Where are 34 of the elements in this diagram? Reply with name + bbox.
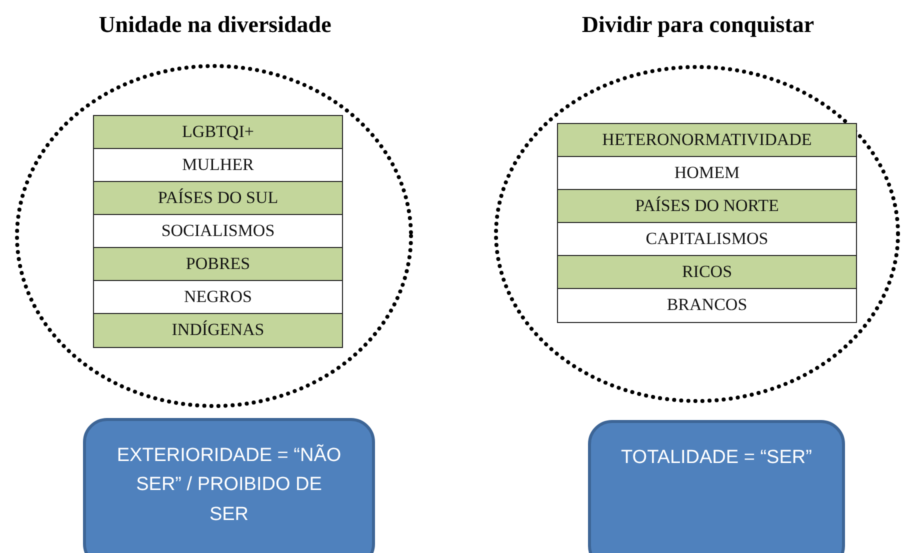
row-label: SOCIALISMOS xyxy=(161,221,275,242)
dotted-ellipse xyxy=(493,64,901,404)
table-row xyxy=(557,255,857,290)
table-row xyxy=(93,181,343,216)
rounded-box xyxy=(588,420,845,553)
table-row xyxy=(93,247,343,282)
heading: Dividir para conquistar xyxy=(582,12,814,37)
table-row xyxy=(93,115,343,150)
row-label: MULHER xyxy=(182,155,254,176)
row-label: HOMEM xyxy=(674,163,740,184)
table-row xyxy=(93,214,343,248)
table-row xyxy=(557,288,857,322)
row-label: RICOS xyxy=(682,262,732,282)
row-label: CAPITALISMOS xyxy=(646,229,768,250)
row-label: LGBTQI+ xyxy=(182,122,254,142)
row-label: PAÍSES DO SUL xyxy=(158,188,278,208)
heading: Unidade na diversidade xyxy=(98,12,332,37)
table-row xyxy=(557,123,857,158)
table-row xyxy=(93,313,343,348)
box-text: TOTALIDADE = “SER” xyxy=(621,446,812,470)
row-label: NEGROS xyxy=(184,287,252,308)
table-row xyxy=(557,156,857,190)
dotted-ellipse xyxy=(14,63,414,409)
row-label: INDÍGENAS xyxy=(172,320,264,340)
row-label: PAÍSES DO NORTE xyxy=(635,196,779,216)
table-row xyxy=(557,189,857,224)
rounded-box xyxy=(83,418,375,553)
table-row xyxy=(557,222,857,256)
row-label: BRANCOS xyxy=(666,295,748,316)
table-row xyxy=(93,148,343,182)
box-text: EXTERIORIDADE = “NÃO SER” / PROIBIDO DE SER xyxy=(116,443,342,527)
row-label: HETERONORMATIVIDADE xyxy=(602,130,812,150)
table-row xyxy=(93,280,343,314)
row-label: POBRES xyxy=(186,254,250,274)
